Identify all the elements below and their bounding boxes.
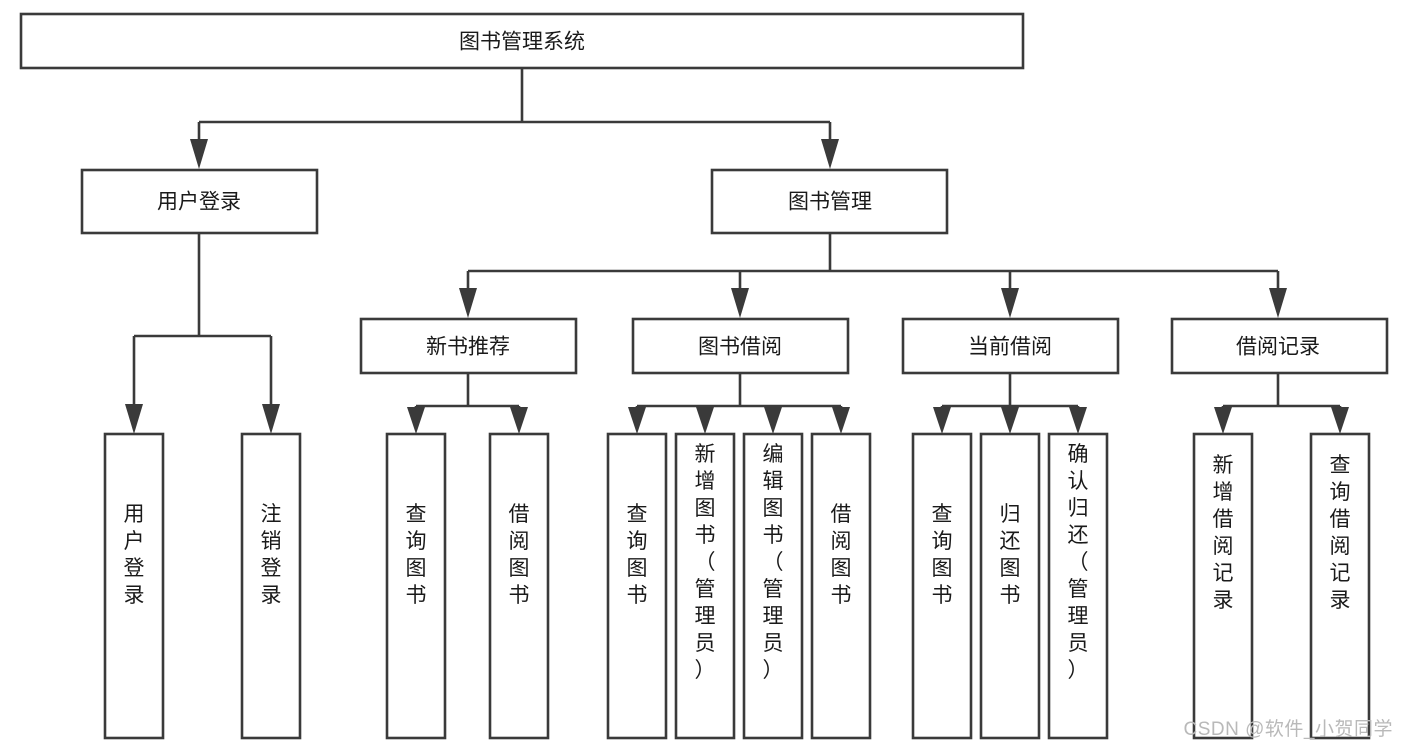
node-box-leaf-query-book-3[interactable]	[911, 432, 973, 740]
node-leaf-user-login[interactable]: 用户登录	[103, 432, 165, 740]
arrow-head-leaf-query-book-1	[407, 407, 425, 434]
node-box-current-borrow[interactable]	[901, 317, 1120, 375]
watermark-credit: CSDN @软件_小贺同学	[1183, 719, 1393, 740]
node-leaf-add-record[interactable]: 新增借阅记录	[1192, 432, 1254, 740]
arrow-head-leaf-return-book	[1001, 407, 1019, 434]
node-box-leaf-return-book[interactable]	[979, 432, 1041, 740]
arrow-head-book-borrow	[731, 288, 749, 318]
node-leaf-query-book-1[interactable]: 查询图书	[385, 432, 447, 740]
node-label-leaf-add-book: 新增图书（管理员）	[695, 443, 716, 682]
node-label-user-login: 用户登录	[157, 191, 241, 214]
node-box-borrow-record[interactable]	[1170, 317, 1389, 375]
node-label-leaf-query-book-3: 查询图书	[932, 503, 953, 607]
node-label-leaf-add-record: 新增借阅记录	[1213, 454, 1234, 612]
node-leaf-borrow-book-1[interactable]: 借阅图书	[488, 432, 550, 740]
node-box-book-borrow[interactable]	[631, 317, 850, 375]
arrow-head-leaf-query-book-2	[628, 407, 646, 434]
node-box-new-book-recommend[interactable]	[359, 317, 578, 375]
arrow-head-leaf-query-record	[1331, 407, 1349, 434]
node-label-leaf-query-book-1: 查询图书	[406, 503, 427, 607]
node-new-book-recommend[interactable]: 新书推荐	[359, 317, 578, 375]
node-root-system[interactable]: 图书管理系统	[19, 12, 1025, 70]
node-leaf-query-book-3[interactable]: 查询图书	[911, 432, 973, 740]
node-book-borrow[interactable]: 图书借阅	[631, 317, 850, 375]
node-borrow-record[interactable]: 借阅记录	[1170, 317, 1389, 375]
node-label-leaf-query-book-2: 查询图书	[627, 503, 648, 607]
arrow-head-new-book-recommend	[459, 288, 477, 318]
node-label-leaf-borrow-book-2: 借阅图书	[831, 503, 852, 607]
arrow-head-user-login	[190, 139, 208, 169]
node-book-manage[interactable]: 图书管理	[710, 168, 949, 235]
arrow-head-leaf-user-login	[125, 404, 143, 434]
node-label-book-manage: 图书管理	[788, 191, 872, 214]
node-leaf-add-book[interactable]: 新增图书（管理员）	[674, 432, 736, 740]
arrow-head-leaf-logout-login	[262, 404, 280, 434]
node-box-leaf-query-record[interactable]	[1309, 432, 1371, 740]
node-box-root-system[interactable]	[19, 12, 1025, 70]
node-label-borrow-record: 借阅记录	[1236, 336, 1320, 359]
node-label-current-borrow: 当前借阅	[968, 336, 1052, 359]
node-label-leaf-edit-book: 编辑图书（管理员）	[763, 443, 784, 682]
connectors	[125, 68, 1349, 434]
node-label-leaf-confirm-return: 确认归还（管理员）	[1068, 443, 1089, 682]
node-user-login[interactable]: 用户登录	[80, 168, 319, 235]
node-box-leaf-user-login[interactable]	[103, 432, 165, 740]
node-box-leaf-query-book-2[interactable]	[606, 432, 668, 740]
arrow-head-leaf-add-book	[696, 407, 714, 434]
node-label-leaf-borrow-book-1: 借阅图书	[509, 503, 530, 607]
node-label-leaf-query-record: 查询借阅记录	[1330, 454, 1351, 612]
node-box-user-login[interactable]	[80, 168, 319, 235]
node-leaf-query-record[interactable]: 查询借阅记录	[1309, 432, 1371, 740]
node-leaf-borrow-book-2[interactable]: 借阅图书	[810, 432, 872, 740]
arrow-head-leaf-query-book-3	[933, 407, 951, 434]
node-box-leaf-add-record[interactable]	[1192, 432, 1254, 740]
node-box-leaf-query-book-1[interactable]	[385, 432, 447, 740]
node-box-leaf-add-book[interactable]	[674, 432, 736, 740]
node-leaf-confirm-return[interactable]: 确认归还（管理员）	[1047, 432, 1109, 740]
node-leaf-logout-login[interactable]: 注销登录	[240, 432, 302, 740]
node-box-book-manage[interactable]	[710, 168, 949, 235]
node-box-leaf-confirm-return[interactable]	[1047, 432, 1109, 740]
arrow-head-leaf-borrow-book-2	[832, 407, 850, 434]
node-label-leaf-return-book: 归还图书	[1000, 503, 1021, 607]
node-leaf-return-book[interactable]: 归还图书	[979, 432, 1041, 740]
node-label-book-borrow: 图书借阅	[698, 336, 782, 359]
node-leaf-edit-book[interactable]: 编辑图书（管理员）	[742, 432, 804, 740]
node-label-root-system: 图书管理系统	[459, 31, 585, 54]
node-current-borrow[interactable]: 当前借阅	[901, 317, 1120, 375]
arrow-head-current-borrow	[1001, 288, 1019, 318]
node-label-leaf-logout-login: 注销登录	[261, 503, 282, 607]
node-box-leaf-edit-book[interactable]	[742, 432, 804, 740]
arrow-head-leaf-add-record	[1214, 407, 1232, 434]
node-box-leaf-borrow-book-1[interactable]	[488, 432, 550, 740]
node-box-leaf-borrow-book-2[interactable]	[810, 432, 872, 740]
node-leaf-query-book-2[interactable]: 查询图书	[606, 432, 668, 740]
arrow-head-book-manage	[821, 139, 839, 169]
arrow-head-leaf-confirm-return	[1069, 407, 1087, 434]
node-label-leaf-user-login: 用户登录	[124, 503, 145, 607]
arrow-head-leaf-edit-book	[764, 407, 782, 434]
node-label-new-book-recommend: 新书推荐	[426, 336, 510, 359]
arrow-head-borrow-record	[1269, 288, 1287, 318]
node-box-leaf-logout-login[interactable]	[240, 432, 302, 740]
arrow-head-leaf-borrow-book-1	[510, 407, 528, 434]
